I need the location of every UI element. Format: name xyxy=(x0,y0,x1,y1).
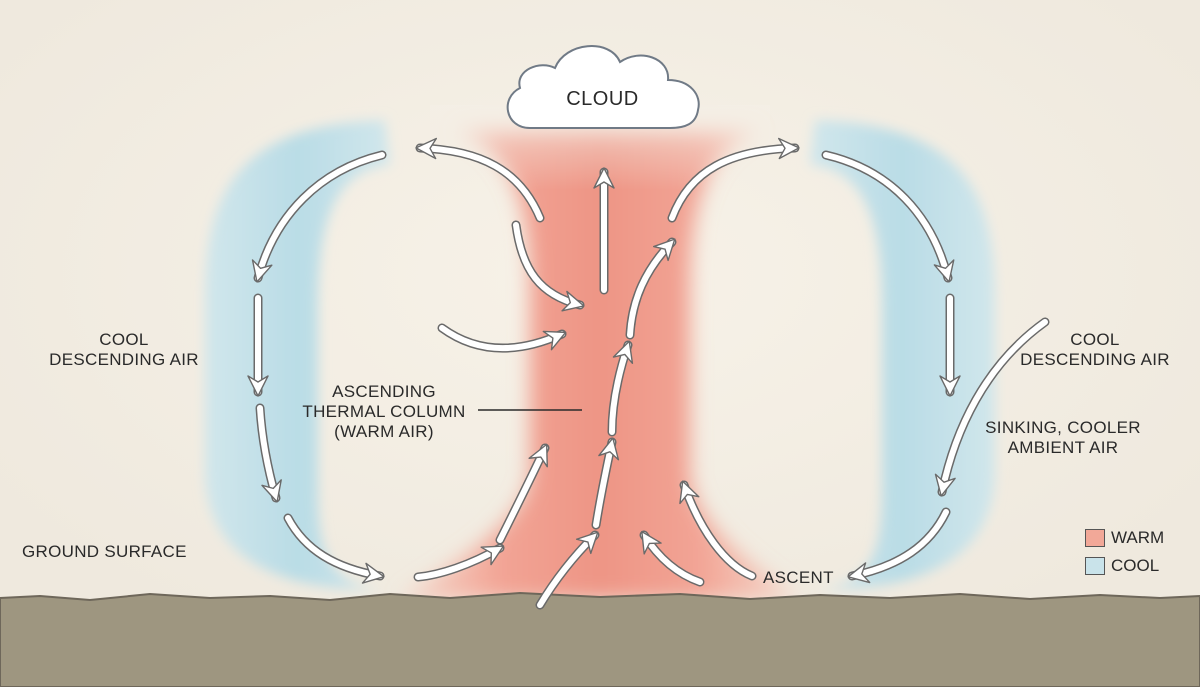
arrow-ascend-center xyxy=(607,340,634,437)
warm-swatch xyxy=(1085,529,1105,547)
cloud-label: CLOUD xyxy=(566,88,639,110)
sinking-line1: SINKING, COOLER xyxy=(985,418,1141,437)
ascending-line2: THERMAL COLUMN xyxy=(302,402,466,421)
cool-swatch xyxy=(1085,557,1105,575)
ascending-column-label: ASCENDING THERMAL COLUMN (WARM AIR) xyxy=(294,382,474,442)
sinking-ambient-label: SINKING, COOLER AMBIENT AIR xyxy=(982,418,1144,458)
cool-descending-label-right: COOL DESCENDING AIR xyxy=(1016,330,1174,370)
flow-arrows xyxy=(247,137,1050,610)
arrow-top-right xyxy=(667,137,800,223)
cool-descending-label-left: COOL DESCENDING AIR xyxy=(48,330,200,370)
arrow-right-descent-3 xyxy=(934,317,1050,497)
arrow-left-descent-4 xyxy=(283,513,385,584)
arrow-top-left xyxy=(415,137,545,223)
arrow-ascend-left-lower xyxy=(495,443,550,545)
ground-surface-label: GROUND SURFACE xyxy=(22,542,187,561)
ascent-label: ASCENT xyxy=(763,568,834,587)
arrow-right-descent-4 xyxy=(847,507,951,584)
sinking-line2: AMBIENT AIR xyxy=(1007,438,1119,457)
arrow-inflow-upper xyxy=(511,220,585,312)
cool-right-line2: DESCENDING AIR xyxy=(1020,350,1170,369)
arrow-left-descent-3 xyxy=(255,403,282,503)
arrow-ascend-lower-center xyxy=(591,437,620,530)
cool-left-line2: DESCENDING AIR xyxy=(49,350,199,369)
legend-cool-label: COOL xyxy=(1111,556,1160,575)
arrow-ground-right-2 xyxy=(679,480,757,581)
arrow-inflow-mid xyxy=(437,323,567,353)
legend-warm-label: WARM xyxy=(1111,528,1165,547)
arrow-ascend-right-upper xyxy=(625,237,677,340)
ascending-line1: ASCENDING xyxy=(332,382,436,401)
ground-surface xyxy=(0,591,1200,687)
arrow-right-descent-1 xyxy=(821,150,955,283)
legend-warm: WARM xyxy=(1085,528,1164,548)
cool-band-left xyxy=(205,120,390,590)
arrow-ground-left-2 xyxy=(535,530,600,610)
arrow-left-descent-1 xyxy=(251,150,387,283)
legend-cool: COOL xyxy=(1085,556,1159,576)
cool-left-line1: COOL xyxy=(99,330,149,349)
arrow-ground-right-1 xyxy=(639,530,705,587)
arrow-ground-left-1 xyxy=(413,543,505,582)
ascending-line3: (WARM AIR) xyxy=(334,422,434,441)
cloud-icon xyxy=(506,45,700,129)
cool-right-line1: COOL xyxy=(1070,330,1120,349)
